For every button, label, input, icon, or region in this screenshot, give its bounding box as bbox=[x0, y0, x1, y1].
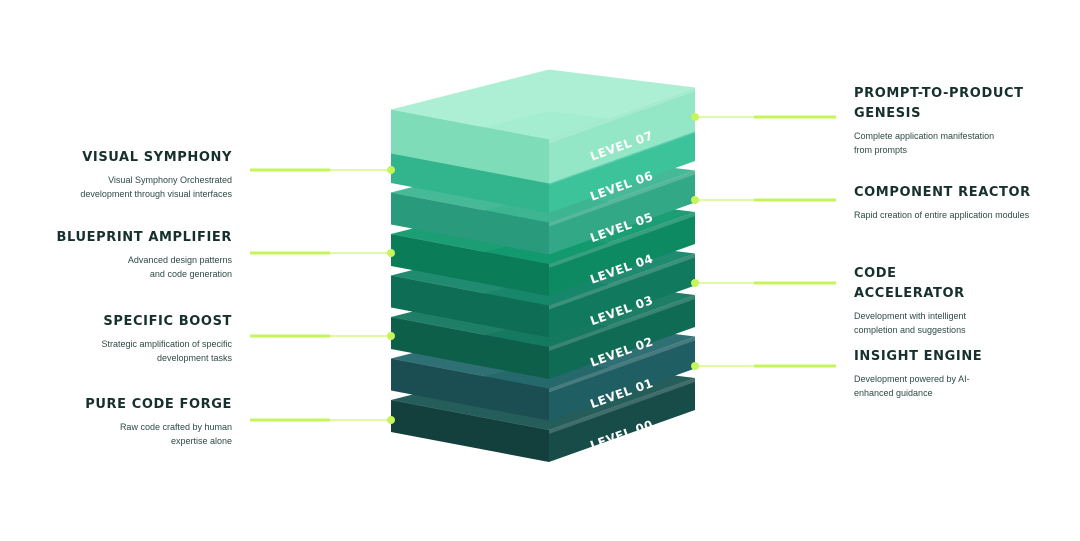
connector-dot bbox=[691, 196, 699, 204]
slab-highlight bbox=[549, 295, 695, 351]
connector-dot bbox=[387, 416, 395, 424]
connector-left bbox=[250, 416, 395, 424]
callout-title: COMPONENT REACTOR bbox=[854, 183, 1074, 203]
callout-description: Rapid creation of entire application mod… bbox=[854, 208, 1074, 222]
slab-left-face bbox=[391, 317, 549, 379]
callout-description: Visual Symphony Orchestrated development… bbox=[0, 173, 232, 201]
slab-highlight bbox=[549, 378, 695, 434]
connector-left bbox=[250, 332, 395, 340]
callout-title: PURE CODE FORGE bbox=[85, 397, 232, 412]
callout-description-line: Raw code crafted by human bbox=[119, 422, 232, 432]
callout-visual-symphony: VISUAL SYMPHONY Visual Symphony Orchestr… bbox=[0, 148, 232, 201]
callout-description-line: Complete application manifestation bbox=[854, 131, 995, 141]
connector-dot bbox=[387, 332, 395, 340]
callout-title: CODE ACCELERATOR bbox=[854, 264, 1074, 304]
callout-description-line: development through visual interfaces bbox=[80, 189, 232, 199]
slab-highlight bbox=[549, 212, 695, 268]
callout-title: PROMPT-TO-PRODUCT GENESIS bbox=[854, 84, 1074, 124]
callout-description-line: Development with intelligent bbox=[854, 311, 967, 321]
slab-left-face bbox=[391, 400, 549, 462]
slab-right-face bbox=[549, 129, 695, 213]
callout-code-accelerator: CODE ACCELERATOR Development with intell… bbox=[854, 264, 1074, 337]
slab-left-face bbox=[391, 275, 549, 338]
callout-description-line: Development powered by AI- bbox=[854, 374, 970, 384]
connector-dot bbox=[387, 249, 395, 257]
callout-title: INSIGHT ENGINE bbox=[854, 347, 1074, 367]
callout-title-line: PROMPT-TO-PRODUCT bbox=[854, 86, 1024, 101]
slab-right-face bbox=[549, 295, 695, 379]
callout-title-line: INSIGHT ENGINE bbox=[854, 349, 983, 364]
callout-specific-boost: SPECIFIC BOOST Strategic amplification o… bbox=[0, 312, 232, 365]
callout-component-reactor: COMPONENT REACTOR Rapid creation of enti… bbox=[854, 183, 1074, 222]
slab-right-face bbox=[549, 212, 695, 296]
callout-title: BLUEPRINT AMPLIFIER bbox=[56, 230, 232, 245]
slab-right-face bbox=[549, 253, 695, 338]
slab-highlight bbox=[549, 170, 695, 227]
slab-right-face bbox=[549, 87, 695, 184]
callout-title-line: ACCELERATOR bbox=[854, 286, 965, 301]
callout-title: VISUAL SYMPHONY bbox=[82, 150, 232, 165]
connector-left bbox=[250, 249, 395, 257]
slab-top-face bbox=[391, 69, 695, 140]
connector-lines bbox=[250, 113, 836, 424]
connector-left bbox=[250, 166, 395, 174]
callout-title-line: COMPONENT REACTOR bbox=[854, 185, 1031, 200]
callout-title-line: CODE bbox=[854, 266, 897, 281]
callout-description-line: Advanced design patterns bbox=[127, 255, 232, 265]
connector-right bbox=[691, 196, 836, 204]
callout-blueprint-amplifier: BLUEPRINT AMPLIFIER Advanced design patt… bbox=[0, 228, 232, 281]
slab-right-face bbox=[549, 170, 695, 255]
callout-prompt-to-product: PROMPT-TO-PRODUCT GENESIS Complete appli… bbox=[854, 84, 1074, 157]
callout-description: Complete application manifestation from … bbox=[854, 129, 1074, 157]
slab-left-face bbox=[391, 151, 549, 213]
callout-title: SPECIFIC BOOST bbox=[103, 314, 232, 329]
callout-description-line: expertise alone bbox=[170, 436, 232, 446]
connector-dot bbox=[691, 362, 699, 370]
callout-description-line: from prompts bbox=[854, 145, 908, 155]
slab-right-face bbox=[549, 336, 695, 421]
slab-highlight bbox=[549, 253, 695, 310]
callout-insight-engine: INSIGHT ENGINE Development powered by AI… bbox=[854, 347, 1074, 400]
slab-left-face bbox=[391, 358, 549, 421]
slab-highlight bbox=[549, 87, 695, 144]
connector-right bbox=[691, 113, 836, 121]
slab-right-face bbox=[549, 378, 695, 462]
callout-description: Raw code crafted by human expertise alon… bbox=[0, 420, 232, 448]
connector-dot bbox=[387, 166, 395, 174]
callout-description-line: Strategic amplification of specific bbox=[101, 339, 232, 349]
callout-description: Development with intelligent completion … bbox=[854, 309, 1074, 337]
connector-right bbox=[691, 362, 836, 370]
slab-left-face bbox=[391, 192, 549, 255]
callout-description: Strategic amplification of specific deve… bbox=[0, 337, 232, 365]
callout-pure-code-forge: PURE CODE FORGE Raw code crafted by huma… bbox=[0, 395, 232, 448]
callout-title-line: GENESIS bbox=[854, 106, 922, 121]
connector-dot bbox=[691, 279, 699, 287]
callout-description-line: Visual Symphony Orchestrated bbox=[108, 175, 232, 185]
callout-description-line: completion and suggestions bbox=[854, 325, 966, 335]
slab-highlight bbox=[549, 336, 695, 393]
callout-description-line: Rapid creation of entire application mod… bbox=[854, 210, 1030, 220]
callout-description: Development powered by AI- enhanced guid… bbox=[854, 372, 1074, 400]
connector-dot bbox=[691, 113, 699, 121]
callout-description: Advanced design patterns and code genera… bbox=[0, 253, 232, 281]
connector-right bbox=[691, 279, 836, 287]
callout-description-line: enhanced guidance bbox=[854, 388, 933, 398]
slab-left-face bbox=[391, 109, 549, 184]
callout-description-line: and code generation bbox=[149, 269, 232, 279]
level-slab: LEVEL 07 bbox=[391, 69, 695, 184]
callout-description-line: development tasks bbox=[156, 353, 232, 363]
slab-left-face bbox=[391, 234, 549, 296]
